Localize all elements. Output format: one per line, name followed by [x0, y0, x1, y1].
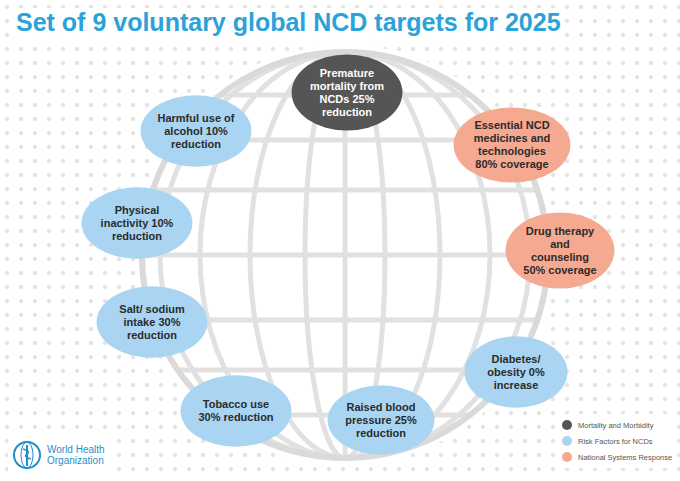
target-text: Physical inactivity 10% reduction	[98, 204, 176, 243]
legend-text: Mortality and Morbidity	[578, 421, 653, 430]
target-ellipse: Harmful use of alcohol 10% reduction	[140, 95, 252, 167]
ellipse-fill	[454, 107, 571, 182]
legend-row: Risk Factors for NCDs	[562, 433, 672, 449]
target-text-group: Essential NCD medicines and technologies…	[471, 119, 554, 171]
legend-text: National Systems Response	[578, 453, 672, 462]
ellipse-fill	[97, 286, 208, 357]
target-text: Premature mortality from NCDs 25% reduct…	[308, 67, 386, 119]
target-ellipse: Physical inactivity 10% reduction	[81, 187, 193, 259]
target-text-group: Drug therapy and counseling 50% coverage	[522, 225, 599, 277]
target-text: Essential NCD medicines and technologies…	[471, 119, 554, 171]
legend: Mortality and MorbidityRisk Factors for …	[558, 414, 676, 468]
target-ellipse: Diabetes/ obesity 0% increase	[464, 336, 568, 408]
target-text: Harmful use of alcohol 10% reduction	[157, 112, 235, 151]
ellipse-fill	[141, 95, 252, 166]
target-text: Tobacco use 30% reduction	[197, 398, 275, 424]
ellipse-fill	[181, 375, 292, 446]
target-ellipse: Salt/ sodium intake 30% reduction	[96, 286, 208, 358]
legend-row: Mortality and Morbidity	[562, 417, 672, 433]
target-text: Raised blood pressure 25% reduction	[343, 401, 419, 440]
target-ellipse: Raised blood pressure 25% reduction	[327, 385, 435, 455]
legend-swatch	[562, 436, 572, 446]
organization-name: World Health Organization	[47, 444, 109, 466]
target-ellipse: Premature mortality from NCDs 25% reduct…	[291, 54, 403, 131]
target-ellipse: Essential NCD medicines and technologies…	[453, 107, 571, 183]
target-text-group: Raised blood pressure 25% reduction	[343, 401, 419, 440]
ellipse-fill	[506, 212, 615, 288]
legend-row: National Systems Response	[562, 449, 672, 465]
ellipse-fill	[328, 385, 435, 454]
target-text-group: Tobacco use 30% reduction	[197, 398, 275, 424]
target-text-group: Premature mortality from NCDs 25% reduct…	[308, 67, 386, 119]
legend-swatch	[562, 420, 572, 430]
diagram-title: Set of 9 voluntary global NCD targets fo…	[12, 8, 565, 37]
target-text-group: Harmful use of alcohol 10% reduction	[157, 112, 235, 151]
logo-block: World Health Organization	[8, 438, 113, 472]
target-text-group: Diabetes/ obesity 0% increase	[480, 353, 553, 392]
target-ellipse: Tobacco use 30% reduction	[180, 375, 292, 447]
legend-swatch	[562, 452, 572, 462]
who-emblem	[12, 440, 42, 470]
target-ellipse: Drug therapy and counseling 50% coverage	[505, 212, 615, 289]
ellipse-fill	[82, 187, 193, 258]
legend-text: Risk Factors for NCDs	[578, 437, 653, 446]
ellipse-fill	[465, 336, 568, 407]
target-text-group: Physical inactivity 10% reduction	[98, 204, 176, 243]
ellipse-fill	[292, 54, 403, 130]
target-text: Drug therapy and counseling 50% coverage	[522, 225, 599, 277]
target-text: Salt/ sodium intake 30% reduction	[113, 303, 191, 342]
target-text: Diabetes/ obesity 0% increase	[480, 353, 553, 392]
target-text-group: Salt/ sodium intake 30% reduction	[113, 303, 191, 342]
